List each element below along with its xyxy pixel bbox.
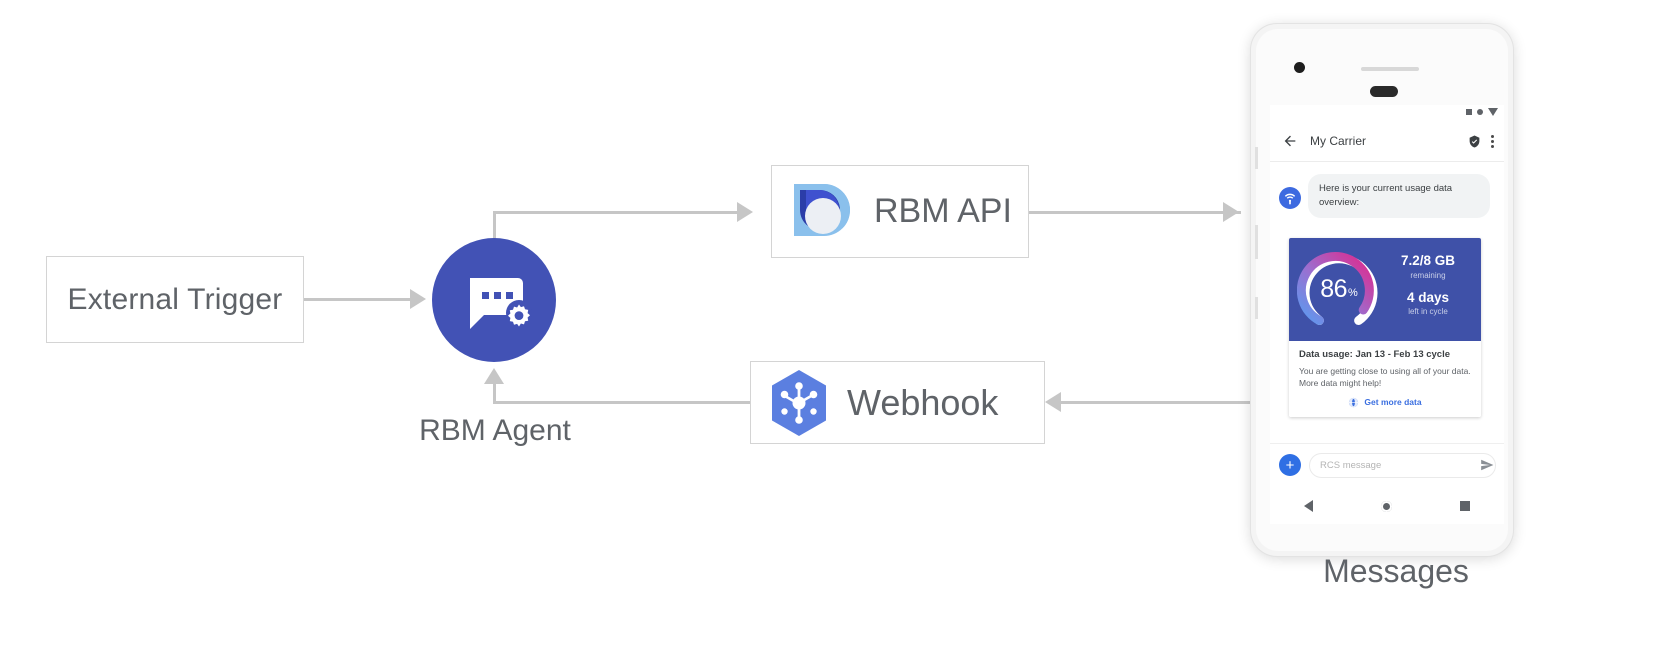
rbm-api-label: RBM API xyxy=(874,192,1012,230)
connector-webhook-to-agent xyxy=(493,401,751,404)
days-left-label: left in cycle xyxy=(1408,306,1448,316)
messages-label: Messages xyxy=(1323,553,1469,589)
plus-icon[interactable]: + xyxy=(1279,454,1301,476)
app-bar: My Carrier xyxy=(1270,121,1504,162)
arrowhead-webhook-to-agent xyxy=(484,368,504,384)
status-bar xyxy=(1466,108,1498,116)
phone-body: My Carrier xyxy=(1255,29,1508,551)
arrowhead-api-to-phone xyxy=(1223,202,1239,222)
arrowhead-phone-to-webhook xyxy=(1045,392,1061,412)
webhook-hexagon-icon xyxy=(772,369,826,436)
phone-screen: My Carrier xyxy=(1270,105,1504,524)
usage-stats: 7.2/8 GB remaining 4 days left in cycle xyxy=(1381,253,1481,325)
rcs-message-placeholder: RCS message xyxy=(1320,459,1382,471)
message-bubble: Here is your current usage data overview… xyxy=(1308,174,1490,218)
overflow-menu-icon[interactable] xyxy=(1491,134,1494,148)
rich-card-description: You are getting close to using all of yo… xyxy=(1299,365,1471,388)
front-camera-icon xyxy=(1294,62,1305,73)
get-more-data-button[interactable]: Get more data xyxy=(1299,397,1471,408)
globe-icon xyxy=(1349,397,1359,408)
webhook-label: Webhook xyxy=(847,381,999,423)
android-nav-bar xyxy=(1270,488,1504,524)
side-button-upper[interactable] xyxy=(1255,147,1258,169)
side-button-volume[interactable] xyxy=(1255,297,1258,319)
side-button-lower[interactable] xyxy=(1255,225,1258,259)
connector-agent-to-api xyxy=(493,211,737,214)
node-rbm-agent[interactable] xyxy=(432,238,556,362)
speaker-grille xyxy=(1361,67,1419,71)
gauge-value: 86% xyxy=(1297,248,1381,332)
days-left-value: 4 days xyxy=(1406,289,1450,305)
gauge-unit: % xyxy=(1348,287,1358,299)
rich-card-hero: 86% 7.2/8 GB remaining 4 days left in cy… xyxy=(1289,238,1481,341)
arrowhead-agent-to-api xyxy=(737,202,753,222)
gauge-number: 86 xyxy=(1320,275,1348,303)
usage-gauge: 86% xyxy=(1296,248,1381,332)
node-external-trigger[interactable]: External Trigger xyxy=(46,256,304,343)
chat-gear-icon xyxy=(470,278,532,329)
message-composer: + RCS message xyxy=(1270,443,1504,486)
connector-trigger-to-agent xyxy=(304,298,410,301)
back-arrow-icon[interactable] xyxy=(1282,133,1298,149)
rich-card-title: Data usage: Jan 13 - Feb 13 cycle xyxy=(1299,349,1451,360)
nav-home-icon[interactable] xyxy=(1381,500,1392,512)
triangle-down-icon xyxy=(1488,108,1498,116)
rcs-agent-avatar-icon xyxy=(1279,187,1301,209)
earpiece xyxy=(1370,86,1398,97)
connector-api-to-phone xyxy=(1029,211,1241,214)
data-remaining-value: 7.2/8 GB xyxy=(1400,253,1456,269)
connector-agent-up-return xyxy=(493,384,496,403)
data-remaining-label: remaining xyxy=(1410,270,1446,280)
verified-shield-icon[interactable] xyxy=(1468,135,1481,148)
app-bar-title: My Carrier xyxy=(1310,134,1366,148)
phone-device: My Carrier xyxy=(1251,24,1513,556)
nav-back-icon[interactable] xyxy=(1304,500,1313,512)
nav-recents-icon[interactable] xyxy=(1460,501,1470,511)
rcs-message-input[interactable]: RCS message xyxy=(1309,452,1496,478)
message-text: Here is your current usage data overview… xyxy=(1319,183,1453,208)
app-bar-actions xyxy=(1468,134,1494,148)
rbm-droplet-icon xyxy=(794,183,851,236)
square-icon xyxy=(1466,109,1472,115)
arrowhead-trigger-to-agent xyxy=(410,289,426,309)
external-trigger-label: External Trigger xyxy=(67,282,283,316)
node-rbm-api[interactable]: RBM API xyxy=(771,165,1029,258)
node-webhook[interactable]: Webhook xyxy=(750,361,1045,444)
rich-card[interactable]: 86% 7.2/8 GB remaining 4 days left in cy… xyxy=(1289,238,1481,417)
message-row: Here is your current usage data overview… xyxy=(1270,174,1504,218)
get-more-data-label: Get more data xyxy=(1364,397,1422,408)
rich-card-body: Data usage: Jan 13 - Feb 13 cycle You ar… xyxy=(1289,341,1481,417)
dot-icon xyxy=(1477,109,1483,115)
send-icon[interactable] xyxy=(1480,458,1494,472)
connector-phone-to-webhook xyxy=(1061,401,1251,404)
conversation-area: Here is your current usage data overview… xyxy=(1270,162,1504,467)
rbm-agent-label: RBM Agent xyxy=(419,414,571,447)
connector-agent-up xyxy=(493,211,496,251)
